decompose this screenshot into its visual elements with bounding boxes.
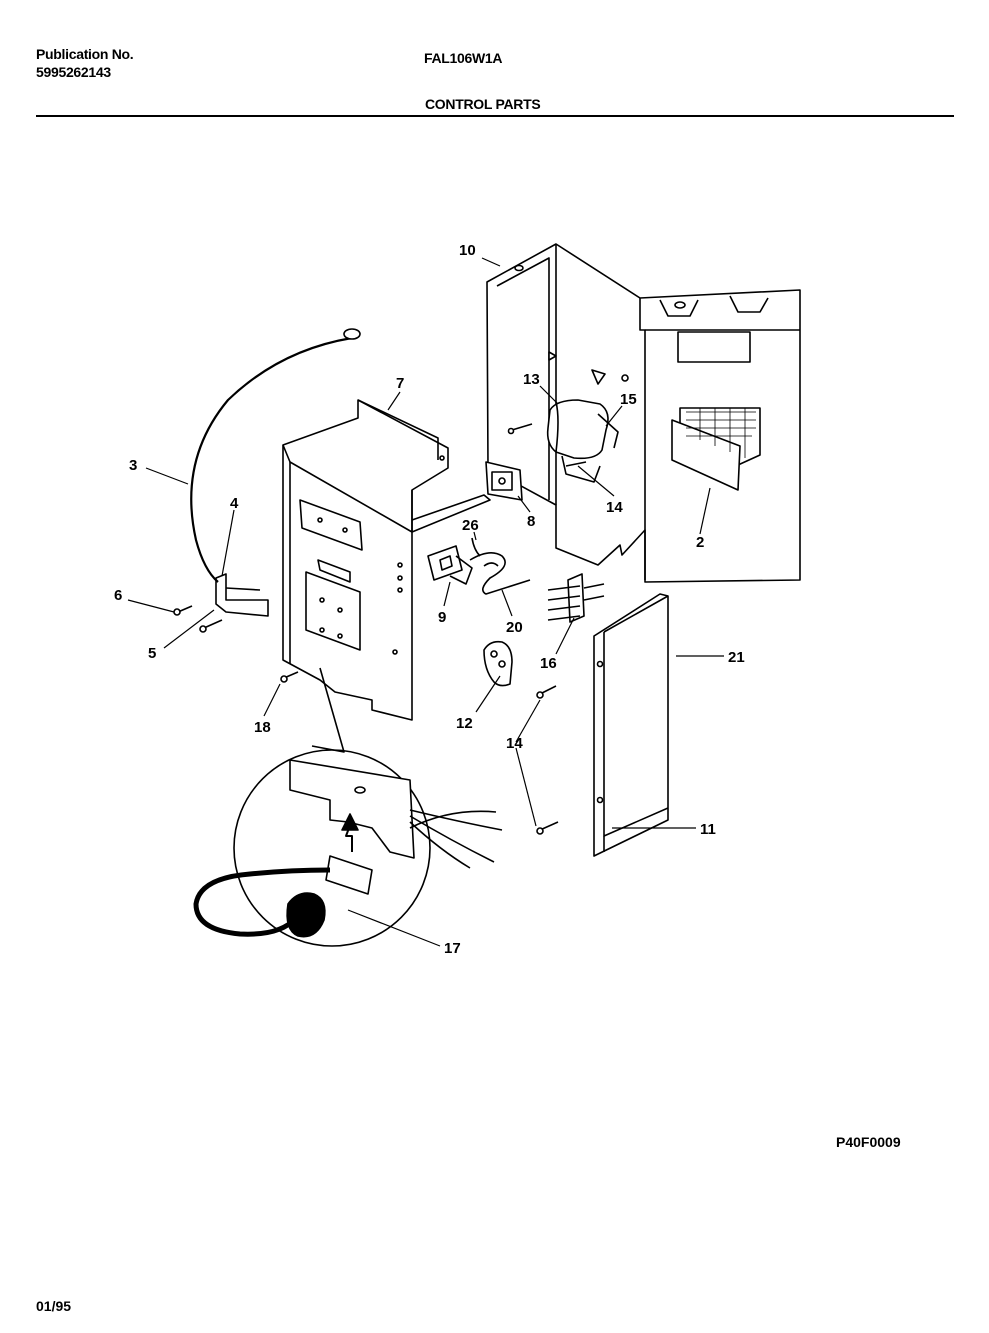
figure-code: P40F0009: [836, 1134, 901, 1150]
thermostat: [427, 537, 531, 595]
access-cover: [593, 593, 669, 857]
callout-26: 26: [462, 517, 479, 534]
filter-screen: [671, 407, 761, 491]
callout-16: 16: [540, 655, 557, 672]
power-cord-detail: [193, 667, 503, 947]
callout-7: 7: [396, 375, 404, 392]
model-number: FAL106W1A: [424, 50, 503, 66]
callout-4: 4: [230, 495, 239, 512]
section-title: CONTROL PARTS: [425, 96, 541, 112]
callout-11: 11: [700, 821, 716, 838]
publication-label: Publication No.: [36, 46, 134, 62]
control-bracket-panel: [486, 243, 801, 583]
terminal-block: [547, 573, 605, 623]
callout-12: 12: [456, 715, 473, 732]
callout-20: 20: [506, 619, 523, 636]
callout-21: 21: [728, 649, 745, 666]
callout-8: 8: [527, 513, 535, 530]
leader-lines: [127, 257, 724, 947]
header-rule: [36, 115, 954, 117]
capacitor: [507, 399, 619, 483]
callout-5: 5: [148, 645, 156, 662]
callout-17: 17: [444, 940, 461, 957]
callout-18: 18: [254, 719, 271, 736]
callout-13: 13: [523, 371, 540, 388]
ground-wire: [190, 328, 361, 583]
callout-14-bottom: 14: [506, 735, 523, 752]
callout-9: 9: [438, 609, 446, 626]
footer-date: 01/95: [36, 1298, 72, 1314]
callout-14-top: 14: [606, 499, 623, 516]
callout-10: 10: [459, 242, 476, 259]
publication-number: 5995262143: [36, 64, 111, 80]
selector-switch: [485, 461, 523, 501]
control-box: [282, 399, 491, 721]
knob: [483, 640, 513, 687]
callout-3: 3: [129, 457, 137, 474]
callout-2: 2: [696, 534, 704, 551]
callout-6: 6: [114, 587, 122, 604]
ground-clip: [215, 573, 269, 617]
callout-labels: 10 7 13 15 3 4 6 5 2 14 8 26 9 20 16 21 …: [114, 242, 745, 957]
callout-15: 15: [620, 391, 637, 408]
